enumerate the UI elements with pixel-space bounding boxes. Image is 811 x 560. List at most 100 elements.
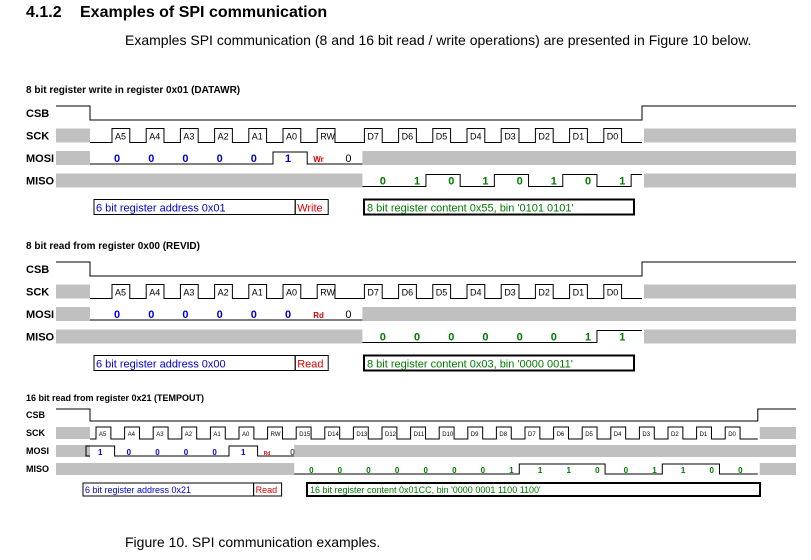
d2-address-box-text: 6 bit register address 0x00: [96, 359, 226, 371]
d1-sck-bit-label: A3: [183, 132, 194, 142]
d1-sck-bit-label: D7: [367, 132, 379, 142]
d1-mosi-value: 0: [148, 153, 154, 165]
d3-signal-label-mosi: MOSI: [26, 446, 49, 456]
d3-sck-bit-label: A0: [242, 432, 250, 438]
d2-signal-label-miso: MISO: [26, 332, 55, 344]
d1-sck-bit-label: A2: [218, 132, 229, 142]
d3-sck-bit-label: D6: [557, 432, 565, 438]
d3-mosi-value: 0: [184, 448, 189, 457]
d3-miso-value: 0: [738, 466, 743, 475]
d1-sck-waveform: [90, 128, 642, 143]
d3-sck-bit-label: D10: [442, 432, 454, 438]
d1-mosi-waveform: [90, 151, 363, 165]
d3-sck-bit-label: D12: [385, 432, 397, 438]
d1-sck-bit-label: A1: [252, 132, 263, 142]
d1-miso-value: 0: [517, 176, 523, 188]
d3-sck-bit-label: A1: [213, 432, 221, 438]
d3-content-box-text: 16 bit register content 0x01CC, bin '000…: [310, 485, 541, 495]
d1-miso-dont-care: [56, 173, 363, 188]
d2-mosi-value: 0: [114, 309, 120, 321]
d2-mosi-idle-start: [56, 307, 90, 321]
d1-mosi-value: 1: [285, 153, 291, 165]
d1-sck-bit-label: D1: [573, 132, 585, 142]
d1-miso-value: 1: [619, 176, 625, 188]
d2-sck-bit-label: D2: [538, 288, 550, 298]
d3-miso-value: 1: [509, 466, 514, 475]
d3-mosi-value: 1: [241, 448, 246, 457]
d2-signal-label-sck: SCK: [26, 287, 49, 299]
d1-sck-bit-label: D6: [402, 132, 414, 142]
d3-sck-bit-label: D4: [614, 432, 622, 438]
d3-sck-bit-label: D9: [471, 432, 479, 438]
d3-miso-value: 0: [595, 466, 600, 475]
d1-miso-value: 0: [380, 176, 386, 188]
d3-sck-bit-label: D5: [585, 432, 593, 438]
d3-sck-bit-label: D8: [499, 432, 507, 438]
d3-address-box-text: 6 bit register address 0x21: [85, 485, 191, 495]
d2-sck-bit-label: D5: [436, 288, 448, 298]
d1-sck-bit-label: A4: [149, 132, 160, 142]
d3-mosi-value: 0: [127, 448, 132, 457]
d3-mosi-waveform: [85, 445, 295, 457]
intro-paragraph: Examples SPI communication (8 and 16 bit…: [125, 32, 752, 48]
d3-signal-label-sck: SCK: [26, 428, 46, 438]
d2-mosi-value: 0: [251, 309, 257, 321]
d3-miso-value: 1: [681, 466, 686, 475]
d3-sck-bit-label: A2: [185, 432, 193, 438]
d3-miso-value: 0: [709, 466, 714, 475]
d1-sck-bit-label: D2: [538, 132, 550, 142]
d2-miso-value: 0: [380, 332, 386, 344]
d3-miso-value: 0: [366, 466, 371, 475]
d1-op-box: [294, 199, 329, 215]
d2-sck-bit-label: D7: [367, 288, 379, 298]
d2-miso-value: 0: [517, 332, 523, 344]
d3-op-box-text: Read: [256, 485, 278, 495]
d2-miso-value: 1: [619, 332, 625, 344]
d1-rw-value: 0: [345, 153, 351, 165]
section-heading: 4.1.2 Examples of SPI communication: [26, 4, 327, 22]
d2-content-box-text: 8 bit register content 0x03, bin '0000 0…: [367, 359, 573, 371]
d3-sck-idle-start: [56, 427, 90, 439]
d2-sck-bit-label: D3: [504, 288, 516, 298]
d1-sck-idle-end: [644, 128, 796, 143]
d3-miso-value: 0: [395, 466, 400, 475]
d2-sck-idle-end: [644, 284, 796, 299]
section-title: Examples of SPI communication: [80, 4, 328, 21]
d3-csb-waveform: [56, 408, 796, 422]
d1-sck-bit-label: D5: [436, 132, 448, 142]
d3-sck-bit-label: D15: [299, 432, 311, 438]
d2-miso-value: 0: [551, 332, 557, 344]
d1-mosi-value: 0: [251, 153, 257, 165]
d2-sck-bit-label: D0: [607, 288, 619, 298]
d1-mosi-value: 0: [217, 153, 223, 165]
d1-mosi-value: 0: [114, 153, 120, 165]
d3-sck-bit-label: A5: [99, 432, 107, 438]
d1-sck-bit-label: D4: [470, 132, 482, 142]
d3-sck-idle-end: [759, 427, 796, 439]
d3-signal-label-miso: MISO: [26, 464, 49, 474]
d3-miso-value: 0: [309, 466, 314, 475]
d2-op-marker: Rd: [313, 311, 324, 320]
d1-signal-label-mosi: MOSI: [26, 153, 54, 165]
d2-sck-bit-label: D6: [402, 288, 414, 298]
section-number: 4.1.2: [26, 4, 62, 21]
d3-miso-value: 0: [481, 466, 486, 475]
d2-sck-bit-label: D4: [470, 288, 482, 298]
d1-diagram-title: 8 bit register write in register 0x01 (D…: [26, 85, 240, 96]
d3-miso-waveform: [294, 463, 758, 475]
d2-miso-idle-end: [644, 329, 796, 344]
d3-sck-bit-label: D7: [528, 432, 536, 438]
d1-miso-waveform: [362, 174, 642, 187]
d2-miso-value: 0: [448, 332, 454, 344]
d3-mosi-value: 0: [155, 448, 160, 457]
d1-miso-value: 0: [448, 176, 454, 188]
d3-sck-bit-label: A4: [128, 432, 136, 438]
d1-miso-value: 1: [414, 176, 420, 188]
d1-signal-label-miso: MISO: [26, 176, 55, 188]
d3-mosi-idle-start: [56, 445, 90, 457]
d3-signal-label-csb: CSB: [26, 410, 46, 420]
d1-sck-bit-label: D3: [504, 132, 516, 142]
d3-mosi-value: 0: [212, 448, 217, 457]
d2-content-box: [363, 354, 635, 372]
